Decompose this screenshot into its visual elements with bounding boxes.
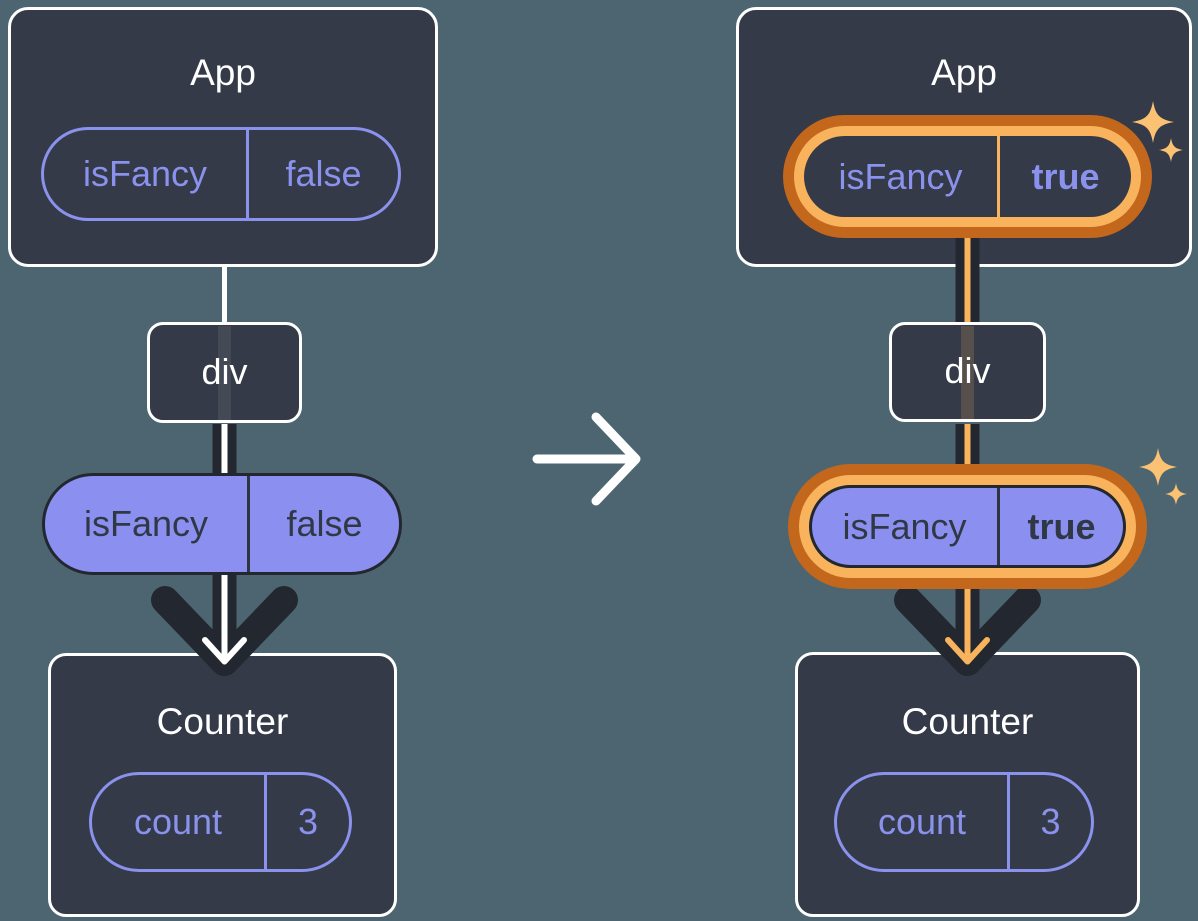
before-tree-edge-line <box>222 264 227 324</box>
after-app-prop-pill: isFancy true <box>804 136 1131 217</box>
before-app-box: App isFancy false <box>8 7 438 267</box>
before-counter-box: Counter count 3 <box>48 653 397 917</box>
prop-value-cell: true <box>1031 155 1100 197</box>
pill-divider <box>264 775 267 869</box>
state-name-cell: count <box>133 801 223 842</box>
pill-divider <box>997 136 1000 217</box>
prop-value-cell: false <box>286 503 363 544</box>
before-prop-flow-line <box>212 571 237 655</box>
state-value-cell: 3 <box>297 801 319 842</box>
after-app-title: App <box>931 52 997 93</box>
state-value-cell: 3 <box>1040 801 1061 842</box>
before-counter-state-pill: count 3 <box>89 772 352 872</box>
state-name-cell: count <box>877 801 967 842</box>
after-prop-flow-line <box>955 584 980 655</box>
before-app-title: App <box>190 52 256 93</box>
after-prop-flow-core <box>964 424 971 470</box>
right-arrow-glyph <box>532 412 641 506</box>
after-arrow-core <box>945 581 990 665</box>
prop-name-cell: isFancy <box>838 155 963 197</box>
transition-arrow-icon <box>532 412 641 506</box>
pill-divider <box>997 488 1000 565</box>
before-app-prop-pill: isFancy false <box>41 127 401 221</box>
before-prop-flow-line <box>212 424 237 476</box>
after-div-label: div <box>944 350 991 391</box>
prop-name-cell: isFancy <box>842 505 967 547</box>
prop-value-cell: false <box>285 153 362 194</box>
pill-divider <box>247 476 250 572</box>
before-div-box: div <box>147 322 302 423</box>
pill-divider <box>246 130 249 218</box>
prop-value-cell: true <box>1027 505 1096 547</box>
sparkle-icon <box>1165 483 1187 505</box>
after-div-box: div <box>889 322 1046 422</box>
before-counter-title: Counter <box>156 701 289 742</box>
prop-name-cell: isFancy <box>82 153 208 194</box>
before-arrow-core <box>202 568 247 665</box>
before-div-label: div <box>201 351 248 392</box>
after-passed-prop-pill: isFancy true <box>809 485 1126 568</box>
after-counter-title: Counter <box>901 701 1034 742</box>
before-passed-prop-pill: isFancy false <box>42 473 402 575</box>
before-prop-flow-core <box>221 424 228 476</box>
after-prop-flow-line <box>955 424 980 470</box>
sparkle-icon <box>1139 448 1177 486</box>
after-counter-state-pill: count 3 <box>834 772 1094 872</box>
pill-divider <box>1007 775 1010 869</box>
after-counter-box: Counter count 3 <box>795 652 1140 917</box>
prop-name-cell: isFancy <box>83 503 209 544</box>
